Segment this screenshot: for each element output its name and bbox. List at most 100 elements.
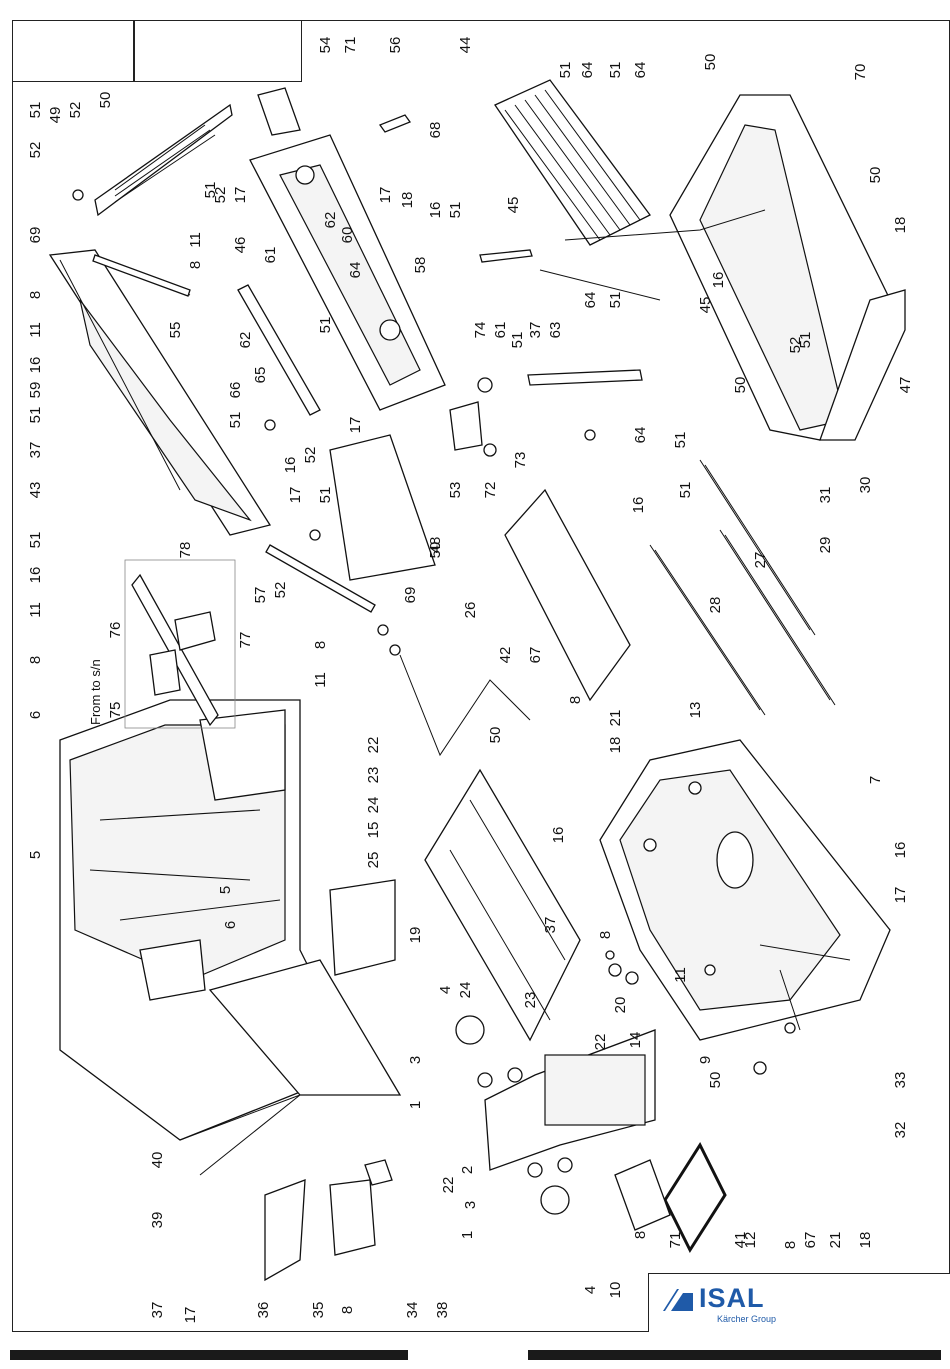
footer-bar-left: [10, 1350, 408, 1360]
part-callout-75: 75: [107, 702, 124, 719]
part-callout-25: 25: [365, 852, 382, 869]
part-callout-70: 70: [852, 64, 869, 81]
part-callout-64: 64: [632, 62, 649, 79]
part-callout-18: 18: [607, 737, 624, 754]
part-callout-67: 67: [527, 647, 544, 664]
part-callout-58: 58: [412, 257, 429, 274]
part-callout-16: 16: [282, 457, 299, 474]
part-callout-65: 65: [252, 367, 269, 384]
leader-line-upper: [539, 209, 766, 301]
part-callout-16: 16: [27, 567, 44, 584]
part-callout-51: 51: [227, 412, 244, 429]
part-callout-21: 21: [607, 710, 624, 727]
part-callout-2: 2: [459, 1166, 476, 1174]
part-callout-18: 18: [857, 1232, 874, 1249]
part-callout-77: 77: [237, 632, 254, 649]
part-callout-62: 62: [237, 332, 254, 349]
part-callout-18: 18: [399, 192, 416, 209]
part-callout-51: 51: [509, 332, 526, 349]
part-callout-56: 56: [387, 37, 404, 54]
part-callout-4: 4: [582, 1286, 599, 1294]
part-callout-36: 36: [255, 1302, 272, 1319]
squeegee-assembly-drawing: [455, 1015, 656, 1215]
part-callout-11: 11: [27, 602, 44, 618]
part-callout-22: 22: [592, 1034, 609, 1051]
gas-spring-upper: [92, 254, 191, 297]
part-callout-21: 21: [827, 1232, 844, 1249]
part-callout-52: 52: [787, 337, 804, 354]
part-callout-12: 12: [742, 1232, 759, 1249]
part-callout-8: 8: [312, 641, 329, 649]
leader-line: [399, 654, 531, 757]
part-callout-37: 37: [542, 917, 559, 934]
part-callout-63: 63: [547, 322, 564, 339]
key: [378, 114, 412, 133]
part-callout-7: 7: [867, 776, 884, 784]
part-callout-64: 64: [582, 292, 599, 309]
part-callout-15: 15: [365, 822, 382, 839]
part-callout-43: 43: [27, 482, 44, 499]
upper-hood-drawing: [249, 134, 446, 411]
part-callout-4: 4: [437, 986, 454, 994]
part-callout-9: 9: [697, 1056, 714, 1064]
part-callout-35: 35: [310, 1302, 327, 1319]
part-callout-50: 50: [732, 377, 749, 394]
part-callout-8: 8: [567, 696, 584, 704]
part-callout-17: 17: [287, 487, 304, 504]
part-callout-6: 6: [222, 921, 239, 929]
part-callout-23: 23: [522, 992, 539, 1009]
part-callout-61: 61: [262, 247, 279, 264]
part-callout-41: 41: [732, 1232, 749, 1249]
part-callout-51: 51: [27, 102, 44, 119]
part-callout-22: 22: [365, 737, 382, 754]
part-callout-16: 16: [550, 827, 567, 844]
tank-body-drawing: [599, 739, 891, 1041]
part-callout-16: 16: [892, 842, 909, 859]
top-plate-drawing: [424, 768, 581, 1042]
part-callout-27: 27: [752, 552, 769, 569]
part-callout-17: 17: [232, 187, 249, 204]
part-callout-69: 69: [27, 227, 44, 244]
part-callout-78: 78: [177, 542, 194, 559]
part-callout-51: 51: [607, 292, 624, 309]
part-callout-1: 1: [459, 1231, 476, 1239]
seal-strip-left: [649, 544, 766, 716]
part-callout-53: 53: [447, 482, 464, 499]
part-callout-32: 32: [892, 1122, 909, 1139]
right-panel-drawing: [669, 94, 906, 441]
squeegee-blade: [614, 1159, 671, 1231]
logo-block: ISAL Kärcher Group: [648, 1273, 950, 1332]
part-callout-50: 50: [97, 92, 114, 109]
part-callout-50: 50: [702, 54, 719, 71]
part-callout-61: 61: [492, 322, 509, 339]
part-callout-44: 44: [457, 37, 474, 54]
part-callout-10: 10: [607, 1282, 624, 1299]
part-callout-20: 20: [612, 997, 629, 1014]
linkage-assembly-drawing: [264, 1159, 393, 1282]
part-callout-64: 64: [632, 427, 649, 444]
part-callout-13: 13: [687, 702, 704, 719]
part-callout-26: 26: [462, 602, 479, 619]
part-callout-52: 52: [272, 582, 289, 599]
part-callout-51: 51: [557, 62, 574, 79]
part-callout-74: 74: [472, 322, 489, 339]
isal-logo-icon: [663, 1289, 693, 1311]
part-callout-42: 42: [497, 647, 514, 664]
part-callout-52: 52: [302, 447, 319, 464]
fasteners-drawing: [72, 189, 796, 1075]
gas-spring: [265, 544, 376, 613]
part-callout-3: 3: [462, 1201, 479, 1209]
part-callout-51: 51: [27, 532, 44, 549]
part-callout-11: 11: [672, 967, 689, 983]
part-callout-14: 14: [627, 1032, 644, 1049]
part-callout-50: 50: [487, 727, 504, 744]
bracket-lower: [527, 369, 643, 386]
part-callout-51: 51: [677, 482, 694, 499]
bracket-upper: [479, 249, 533, 263]
motor-cover-block: [257, 87, 301, 136]
side-cover: [329, 434, 436, 581]
part-callout-45: 45: [505, 197, 522, 214]
part-callout-51: 51: [447, 202, 464, 219]
